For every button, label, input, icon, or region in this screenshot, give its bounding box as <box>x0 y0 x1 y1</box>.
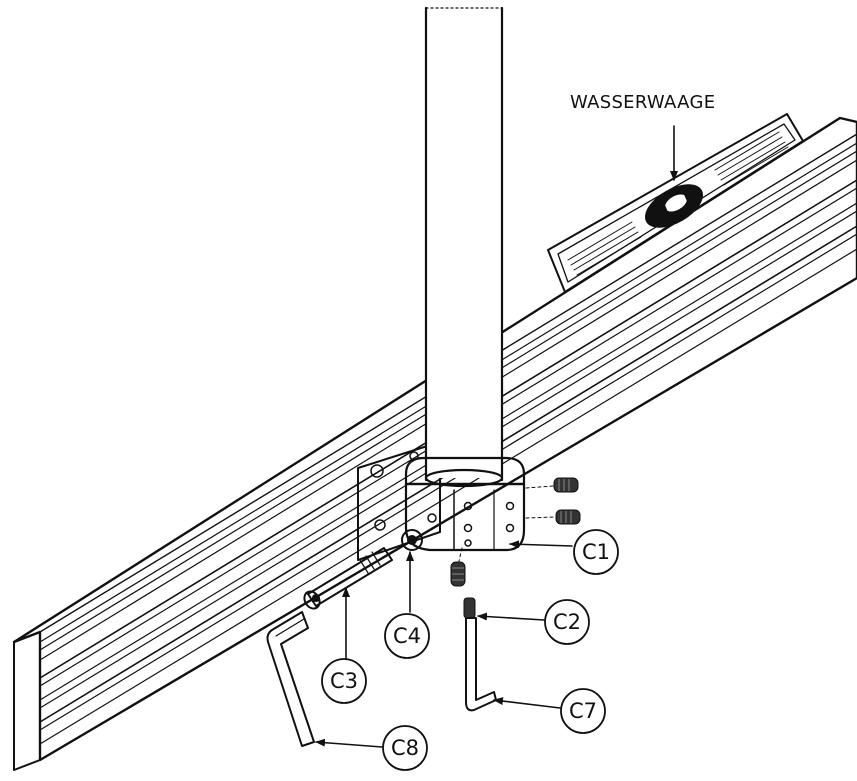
bolt-c3 <box>303 547 393 610</box>
spirit-level <box>547 113 804 293</box>
callout-c3: C3 <box>321 658 367 704</box>
hex-key-c8 <box>266 611 315 747</box>
callout-c1: C1 <box>573 529 619 575</box>
hex-key-c7 <box>463 597 497 712</box>
set-screw-upper <box>553 477 579 493</box>
callout-c4: C4 <box>384 613 430 659</box>
clamp-c1 <box>404 456 526 552</box>
callout-c8-label: C8 <box>391 736 419 760</box>
set-screw-lower <box>555 509 581 525</box>
pole <box>424 6 504 482</box>
callout-c2-label: C2 <box>553 610 581 634</box>
level-label: WASSERWAAGE <box>570 92 715 113</box>
washer-c4 <box>401 529 423 551</box>
set-screw-c2 <box>450 561 466 587</box>
callout-c2: C2 <box>544 599 590 645</box>
callout-c7: C7 <box>560 688 606 734</box>
level-bubble <box>665 194 687 212</box>
callout-c3-label: C3 <box>330 669 358 693</box>
callout-c1-label: C1 <box>582 540 610 564</box>
callout-c4-label: C4 <box>393 624 421 648</box>
callout-c8: C8 <box>382 725 428 771</box>
callout-c7-label: C7 <box>569 699 597 723</box>
